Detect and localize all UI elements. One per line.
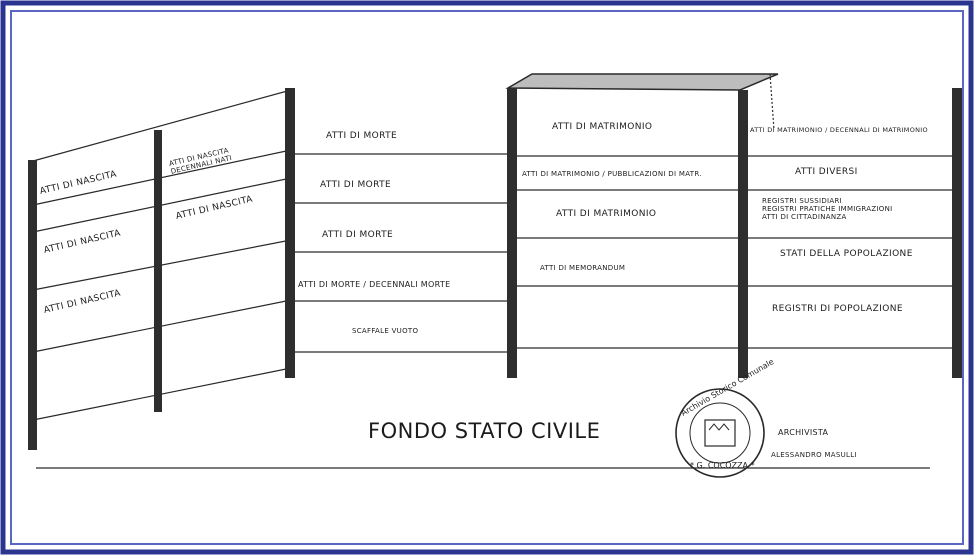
archive-stamp: Archivio Storico Comunale * G. COCOZZA * bbox=[675, 357, 776, 478]
diagram-title: FONDO STATO CIVILE bbox=[368, 419, 601, 443]
unit2-shelf-4: ATTI DI MORTE / DECENNALI MORTE bbox=[298, 280, 451, 289]
unit3-col2-shelf-2: ATTI DIVERSI bbox=[795, 167, 858, 177]
unit3-col2-shelf-1: ATTI DI MATRIMONIO / DECENNALI DI MATRIM… bbox=[750, 126, 928, 134]
post-1b bbox=[154, 130, 162, 412]
shelf-roof bbox=[505, 73, 779, 91]
post-3b bbox=[738, 90, 748, 378]
post-3a bbox=[507, 88, 517, 378]
signature-name: ALESSANDRO MASULLI bbox=[771, 451, 857, 459]
unit2-shelf-1: ATTI DI MORTE bbox=[326, 131, 398, 141]
post-1c bbox=[285, 88, 295, 378]
unit3-col1-shelf-1: ATTI DI MATRIMONIO bbox=[552, 122, 653, 132]
unit3-col1-shelf-4: ATTI DI MEMORANDUM bbox=[540, 264, 626, 272]
unit3-col1-shelf-2: ATTI DI MATRIMONIO / PUBBLICAZIONI DI MA… bbox=[522, 170, 702, 178]
shelf-unit-2 bbox=[295, 153, 512, 353]
unit2-shelf-5: SCAFFALE VUOTO bbox=[352, 327, 419, 335]
unit3-col1-shelf-3: ATTI DI MATRIMONIO bbox=[556, 209, 657, 219]
svg-text:* G. COCOZZA *: * G. COCOZZA * bbox=[690, 461, 755, 470]
unit3-col2-shelf-3a: REGISTRI SUSSIDIARI bbox=[762, 197, 843, 205]
signature-role: ARCHIVISTA bbox=[778, 428, 829, 437]
post-1a bbox=[28, 160, 37, 450]
svg-text:Archivio Storico Comunale: Archivio Storico Comunale bbox=[680, 357, 776, 418]
unit2-shelf-3: ATTI DI MORTE bbox=[322, 230, 394, 240]
unit3-col2-shelf-5: REGISTRI DI POPOLAZIONE bbox=[772, 304, 903, 314]
unit3-col2-shelf-4: STATI DELLA POPOLAZIONE bbox=[780, 249, 913, 259]
inner-border bbox=[10, 10, 964, 545]
unit3-col2-shelf-3b: REGISTRI PRATICHE IMMIGRAZIONI bbox=[762, 205, 893, 213]
shelf-unit-3 bbox=[516, 73, 952, 349]
post-3c bbox=[952, 88, 962, 378]
unit3-col2-shelf-3c: ATTI DI CITTADINANZA bbox=[762, 213, 847, 221]
unit2-shelf-2: ATTI DI MORTE bbox=[320, 180, 392, 190]
